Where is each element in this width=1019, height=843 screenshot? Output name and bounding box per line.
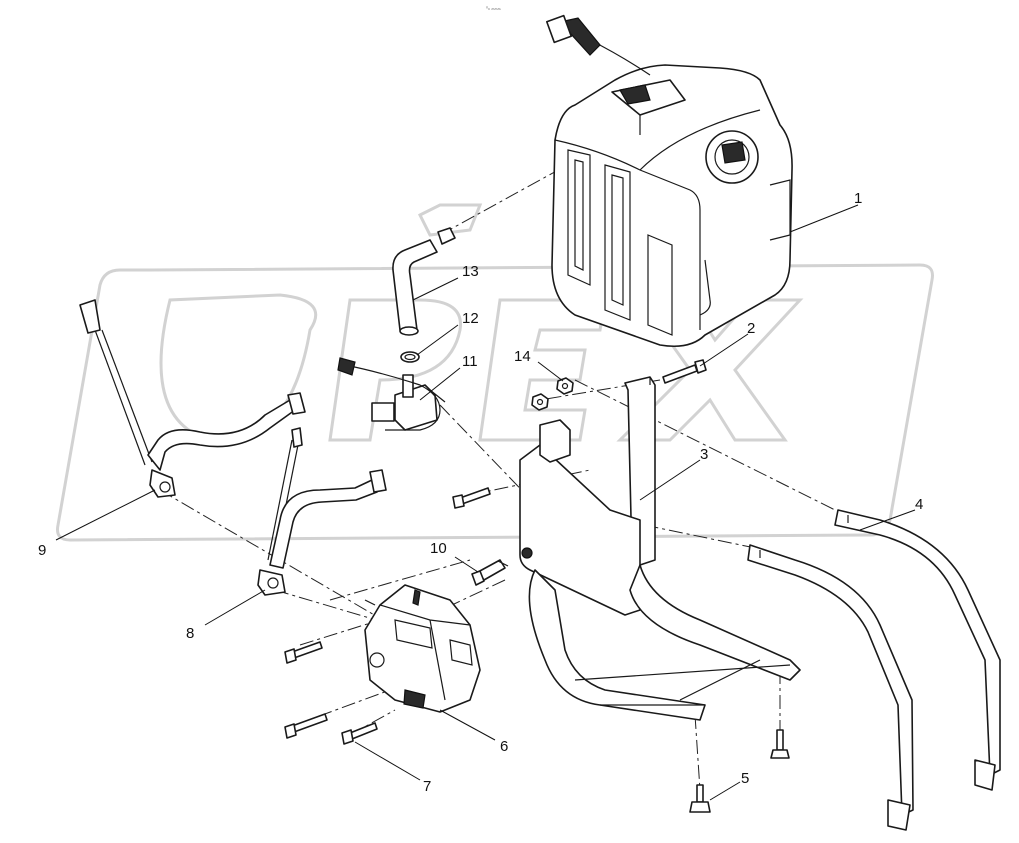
nut-14 (556, 377, 574, 395)
tank (551, 64, 793, 348)
fitting-10 (471, 559, 509, 586)
callout-14: 14 (514, 348, 531, 365)
callout-1: 1 (854, 190, 862, 207)
bolt-7a (284, 641, 323, 664)
strap-1 (834, 509, 1001, 791)
callout-3: 3 (700, 446, 708, 463)
bolt-7b (284, 713, 328, 739)
callout-11: 11 (462, 353, 478, 370)
leader-lines (55, 204, 916, 801)
callout-10: 10 (430, 540, 447, 557)
callout-5: 5 (741, 770, 749, 787)
valve-assembly (337, 357, 446, 431)
fuel-line-8 (257, 427, 387, 596)
callout-9: 9 (38, 542, 46, 559)
watermark-logo (56, 203, 934, 542)
hose (392, 227, 456, 336)
bolt-7c (341, 722, 378, 745)
callout-8: 8 (186, 625, 194, 642)
nut-14b (531, 393, 549, 411)
callout-4: 4 (915, 496, 923, 513)
callout-12: 12 (462, 310, 479, 327)
strap-2 (747, 544, 914, 831)
callout-6: 6 (500, 738, 508, 755)
bolt-5b (689, 784, 711, 813)
callout-labels: 1 2 3 4 5 6 7 8 9 10 11 12 13 14 (38, 190, 923, 795)
callout-13: 13 (462, 263, 479, 280)
bolt-bracket-left (452, 487, 491, 509)
header-mark: ⁰ₙ ₘₘₘ (486, 6, 501, 12)
callout-7: 7 (423, 778, 431, 795)
callout-2: 2 (747, 320, 755, 337)
bolt-5a (770, 729, 790, 759)
tank-sensor-cable (545, 14, 651, 76)
hose-clamp (400, 351, 420, 363)
heater-unit (364, 584, 481, 713)
bracket (519, 376, 801, 721)
fuel-line-9 (79, 299, 306, 498)
